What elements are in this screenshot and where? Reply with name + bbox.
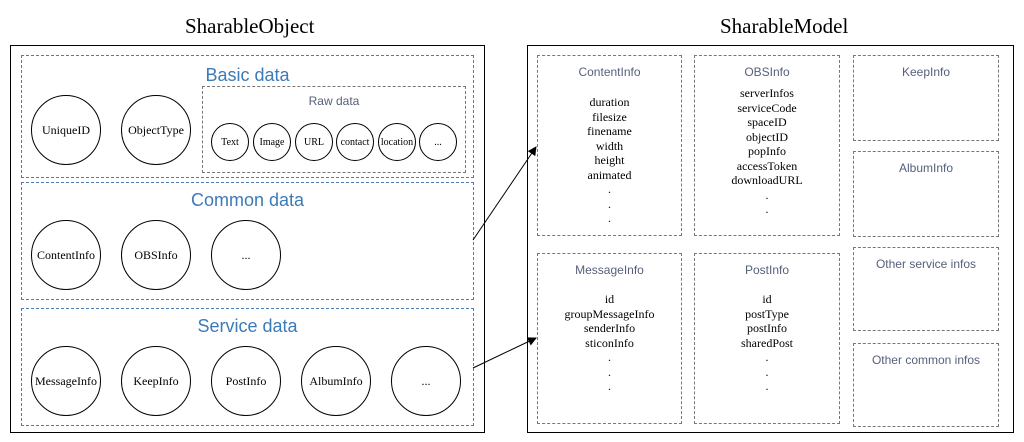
basic-data-title: Basic data bbox=[205, 65, 290, 85]
service-to-messageinfo-arrow bbox=[472, 337, 537, 369]
raw-location-circle: location bbox=[378, 123, 416, 161]
field: accessToken bbox=[736, 158, 798, 173]
field: downloadURL bbox=[731, 173, 803, 187]
field: filesize bbox=[592, 109, 627, 124]
post-info-circle: PostInfo bbox=[211, 346, 281, 416]
keep-info-box-title: KeepInfo bbox=[901, 65, 951, 79]
sharable-model-title: SharableModel bbox=[720, 14, 849, 38]
sharable-object-title: SharableObject bbox=[185, 14, 315, 38]
field: serverInfos bbox=[740, 86, 794, 100]
content-info-circle: ContentInfo bbox=[31, 220, 101, 290]
service-more-circle: ... bbox=[391, 346, 461, 416]
field: postType bbox=[745, 306, 789, 321]
album-info-box: AlbumInfo bbox=[853, 151, 999, 237]
sharable-object-container: Basic data UniqueID ObjectType Raw data … bbox=[10, 45, 485, 433]
object-type-circle: ObjectType bbox=[121, 95, 191, 165]
obs-info-box-title: OBSInfo bbox=[744, 65, 790, 79]
post-info-box: PostInfo id postType postInfo sharedPost… bbox=[694, 253, 840, 424]
other-service-infos-title: Other service infos bbox=[875, 257, 977, 271]
field: . bbox=[608, 350, 611, 364]
raw-contact-circle: contact bbox=[336, 123, 374, 161]
common-more-circle: ... bbox=[211, 220, 281, 290]
post-info-box-title: PostInfo bbox=[744, 263, 790, 277]
raw-data-box: Raw data Text Image URL contact location… bbox=[202, 86, 466, 173]
keep-info-circle: KeepInfo bbox=[121, 346, 191, 416]
raw-url-circle: URL bbox=[295, 123, 333, 161]
field: animated bbox=[587, 167, 632, 182]
album-info-box-title: AlbumInfo bbox=[898, 161, 954, 175]
common-data-title: Common data bbox=[190, 190, 305, 210]
obs-info-fields: serverInfos serviceCode spaceID objectID… bbox=[695, 86, 839, 217]
field: . bbox=[765, 364, 769, 379]
raw-text-circle: Text bbox=[211, 123, 249, 161]
basic-data-section: Basic data UniqueID ObjectType Raw data … bbox=[21, 55, 474, 178]
message-info-fields: id groupMessageInfo senderInfo sticonInf… bbox=[538, 292, 681, 394]
field: groupMessageInfo bbox=[564, 306, 655, 321]
field: width bbox=[595, 138, 624, 153]
obs-info-box: OBSInfo serverInfos serviceCode spaceID … bbox=[694, 55, 840, 236]
unique-id-circle: UniqueID bbox=[31, 95, 101, 165]
field: . bbox=[608, 379, 611, 393]
field: height bbox=[594, 153, 625, 167]
field: . bbox=[765, 202, 769, 216]
raw-more-circle: ... bbox=[419, 123, 457, 161]
field: sharedPost bbox=[741, 335, 793, 350]
content-info-box: ContentInfo duration filesize finename w… bbox=[537, 55, 682, 236]
message-info-box-title: MessageInfo bbox=[575, 263, 644, 277]
common-data-section: Common data ContentInfo OBSInfo ... bbox=[21, 182, 474, 300]
album-info-circle: AlbumInfo bbox=[301, 346, 371, 416]
content-info-box-title: ContentInfo bbox=[578, 65, 641, 79]
field: duration bbox=[589, 95, 630, 109]
content-info-fields: duration filesize finename width height … bbox=[538, 95, 681, 226]
other-common-infos-box: Other common infos bbox=[853, 343, 999, 427]
field: senderInfo bbox=[583, 321, 636, 335]
common-to-contentinfo-arrow bbox=[472, 146, 537, 241]
field: . bbox=[608, 182, 611, 196]
post-info-fields: id postType postInfo sharedPost . . . bbox=[695, 292, 839, 394]
message-info-box: MessageInfo id groupMessageInfo senderIn… bbox=[537, 253, 682, 424]
field: id bbox=[762, 292, 772, 306]
other-common-infos-title: Other common infos bbox=[871, 353, 981, 367]
field: popInfo bbox=[748, 144, 786, 158]
field: objectID bbox=[746, 129, 788, 144]
field: . bbox=[765, 379, 769, 393]
keep-info-box: KeepInfo bbox=[853, 55, 999, 141]
obs-info-circle: OBSInfo bbox=[121, 220, 191, 290]
field: . bbox=[608, 196, 611, 211]
field: spaceID bbox=[747, 115, 787, 129]
field: serviceCode bbox=[737, 100, 797, 115]
field: . bbox=[608, 211, 611, 225]
other-service-infos-box: Other service infos bbox=[853, 247, 999, 331]
service-data-title: Service data bbox=[197, 316, 298, 336]
field: postInfo bbox=[747, 321, 787, 335]
sharable-model-container: ContentInfo duration filesize finename w… bbox=[527, 45, 1014, 433]
raw-data-title: Raw data bbox=[308, 94, 360, 108]
field: . bbox=[765, 350, 769, 364]
raw-image-circle: Image bbox=[253, 123, 291, 161]
field: sticonInfo bbox=[585, 335, 634, 350]
message-info-circle: MessageInfo bbox=[31, 346, 101, 416]
field: . bbox=[765, 187, 769, 202]
service-data-section: Service data MessageInfo KeepInfo PostIn… bbox=[21, 308, 474, 426]
field: id bbox=[604, 292, 615, 306]
field: finename bbox=[587, 124, 632, 138]
field: . bbox=[608, 364, 611, 379]
